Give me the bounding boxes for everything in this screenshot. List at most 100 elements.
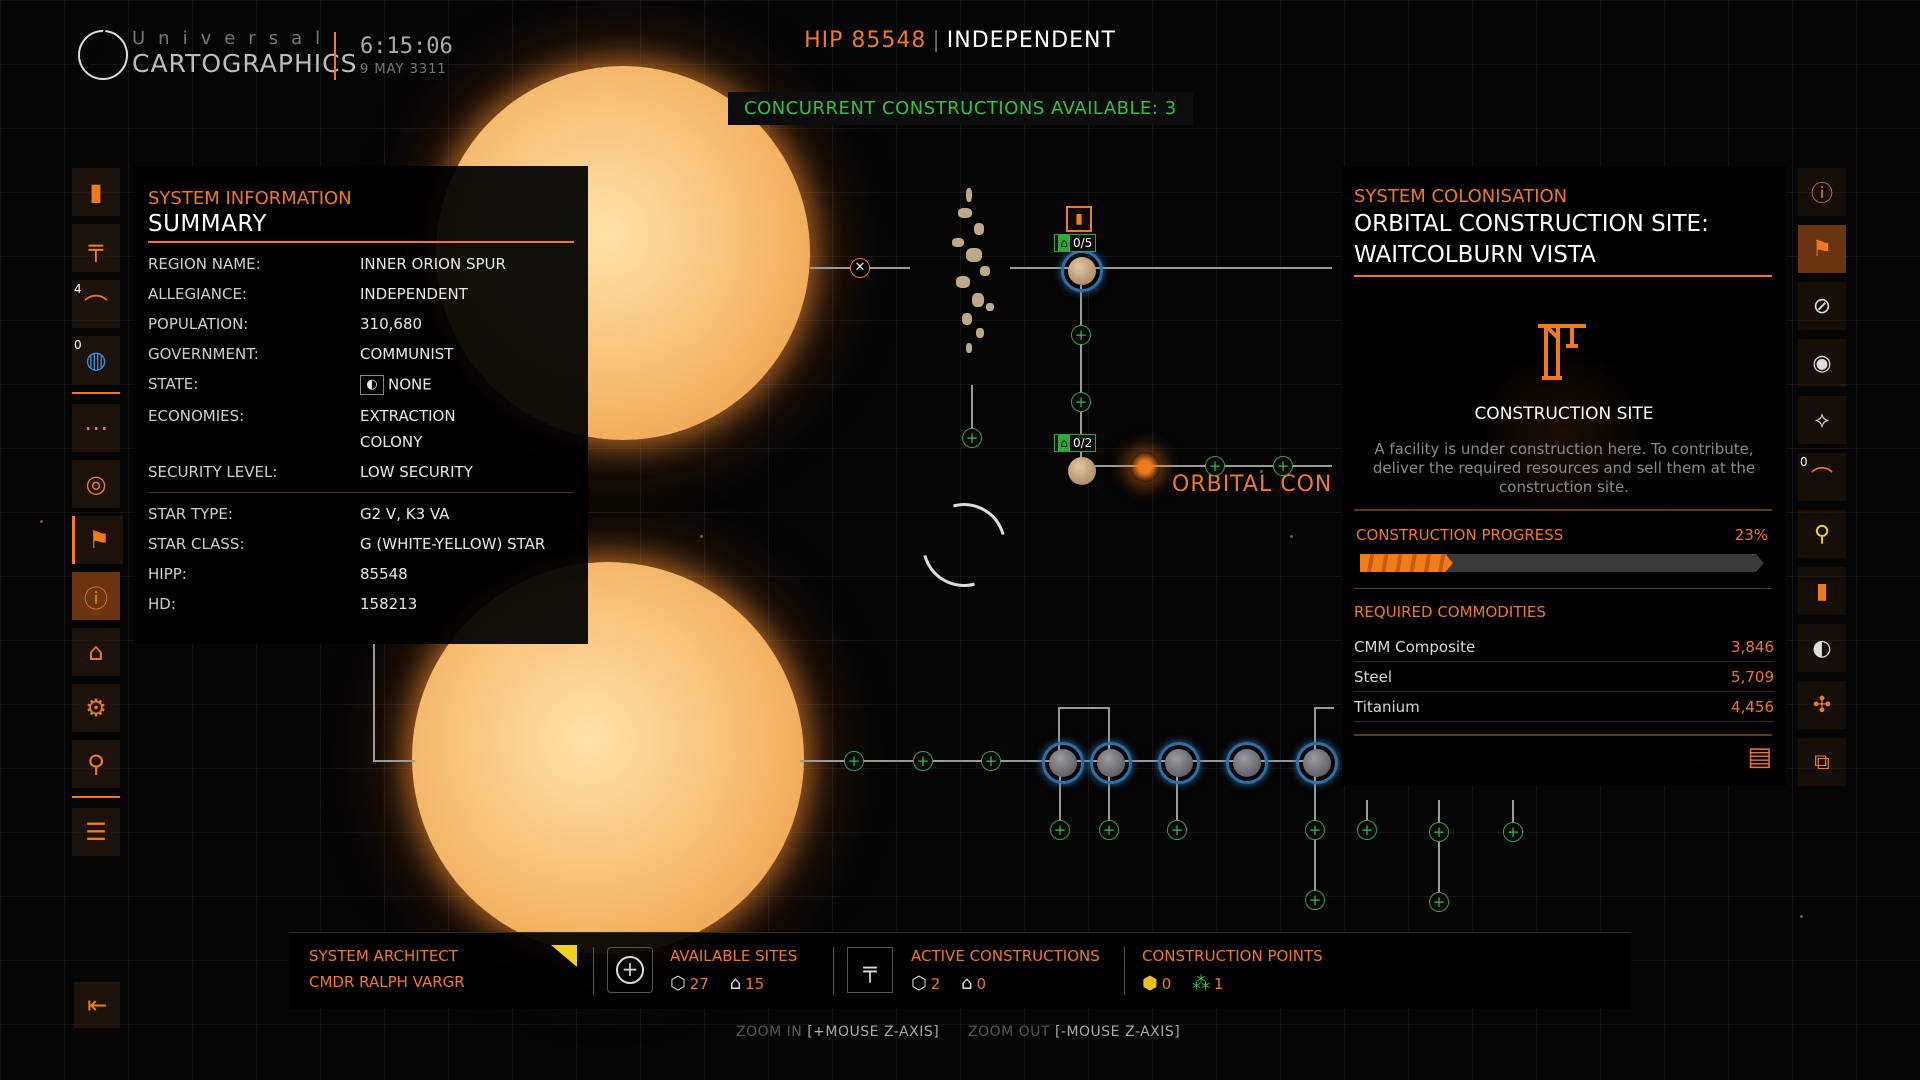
add-site-button[interactable]: + (1429, 892, 1449, 912)
system-name: HIP 85548 (804, 28, 927, 53)
orbit-line (1108, 760, 1110, 830)
planet-filter-tab[interactable]: 4⌒ (72, 280, 120, 328)
list-tab[interactable]: ☰ (72, 808, 120, 856)
add-site-button[interactable]: + (1050, 820, 1070, 840)
orbit-line (971, 385, 973, 440)
concurrent-constructions-banner: CONCURRENT CONSTRUCTIONS AVAILABLE: 3 (728, 92, 1193, 125)
signal-icon: ⟡ (1814, 407, 1830, 433)
star-class-row: STAR CLASS:G (WHITE-YELLOW) STAR (148, 535, 546, 553)
bookmark-icon[interactable]: ▮ (1066, 206, 1092, 232)
pin-icon: ⚲ (1813, 521, 1831, 547)
bookmark-filter[interactable]: ▮ (1798, 567, 1846, 615)
nav-beacon-icon[interactable]: ✕ (850, 258, 870, 278)
star-icon: ◉ (1812, 350, 1832, 376)
ring-filter[interactable]: ⊘ (1798, 282, 1846, 330)
orbit-line (1059, 760, 1061, 830)
location-tab[interactable]: ⚲ (72, 740, 120, 788)
orbit-line (1438, 800, 1440, 900)
region-row: REGION NAME:INNER ORION SPUR (148, 255, 506, 273)
system-allegiance: INDEPENDENT (946, 28, 1116, 53)
add-site-button[interactable]: + (1205, 456, 1225, 476)
crane-icon: ╤ (88, 234, 104, 262)
star-filter[interactable]: ◉ (1798, 339, 1846, 387)
add-site-button[interactable]: + (981, 751, 1001, 771)
system-info-tab-right[interactable]: ⓘ (1798, 168, 1846, 216)
add-site-button[interactable]: + (844, 751, 864, 771)
exit-button[interactable]: ⇤ (74, 982, 120, 1028)
universal-cartographics-logo (78, 30, 128, 80)
progress-header: CONSTRUCTION PROGRESS 23% (1356, 526, 1768, 544)
target-tab[interactable]: ◎ (72, 460, 120, 508)
add-site-button[interactable]: + (1099, 820, 1119, 840)
add-site-button[interactable]: + (1071, 392, 1091, 412)
exit-icon: ⇤ (86, 991, 108, 1019)
planet-icon: ⌒ (1810, 467, 1833, 492)
panel-title: SUMMARY (148, 211, 574, 243)
state-row: STATE:◐NONE (148, 375, 432, 395)
orbital-site-icon: ⬡ (670, 973, 686, 994)
divider (593, 947, 594, 995)
add-site-button[interactable]: + (1503, 822, 1523, 842)
settings-tab[interactable]: ⚙ (72, 684, 120, 732)
add-site-button[interactable]: + (1071, 325, 1091, 345)
crane-icon (1538, 324, 1586, 380)
add-site-button[interactable]: + (1305, 820, 1325, 840)
codex-button[interactable]: ▤ (1747, 742, 1772, 772)
asteroid-belt[interactable] (936, 178, 1006, 358)
add-site-button[interactable]: + (1273, 456, 1293, 476)
moon-body[interactable] (1061, 450, 1103, 492)
add-site-button[interactable]: + (1167, 820, 1187, 840)
tier3-point-icon: ⁂ (1192, 973, 1211, 994)
planet-body[interactable] (1158, 742, 1200, 784)
add-site-button[interactable]: + (962, 428, 982, 448)
faction-tab[interactable]: ⌂ (72, 628, 120, 676)
crane-icon: ╤ (847, 947, 893, 993)
active-constructions: ACTIVE CONSTRUCTIONS ⬡2 ⌂0 (911, 947, 1100, 994)
colonisation-tab-right[interactable]: ⚑ (1798, 225, 1846, 273)
hd-row: HD:158213 (148, 595, 418, 613)
system-info-tab[interactable]: ⓘ (72, 572, 120, 620)
orbit-line (1314, 707, 1334, 709)
colonisation-tab[interactable]: ⚑ (72, 516, 123, 564)
add-site-button[interactable]: + (1305, 890, 1325, 910)
location-filter[interactable]: ⚲ (1798, 510, 1846, 558)
construction-status-bar: SYSTEM ARCHITECT CMDR RALPH VARGR + AVAI… (289, 932, 1631, 1009)
header-divider (334, 32, 336, 80)
add-site-button[interactable]: + (1429, 822, 1449, 842)
layers-filter[interactable]: ⧉ (1798, 738, 1846, 786)
architect-flag-icon (551, 945, 577, 967)
network-icon: ✣ (1812, 692, 1832, 718)
orbit-line (1512, 800, 1514, 830)
construction-tab[interactable]: ╤ (72, 224, 120, 272)
planet-body[interactable] (1226, 742, 1268, 784)
orbit-line (1108, 707, 1110, 760)
system-information-panel: SYSTEM INFORMATION SUMMARY REGION NAME:I… (134, 166, 588, 644)
network-filter[interactable]: ✣ (1798, 681, 1846, 729)
add-site-button[interactable]: + (1357, 820, 1377, 840)
globe-tab[interactable]: 0◍ (72, 336, 120, 384)
site-title: ORBITAL CONSTRUCTION SITE: WAITCOLBURN V… (1354, 209, 1772, 277)
info-icon: ⓘ (84, 584, 108, 613)
allegiance-row: ALLEGIANCE:INDEPENDENT (148, 285, 468, 303)
add-site-button[interactable]: + (913, 751, 933, 771)
add-site-icon[interactable]: + (607, 947, 653, 993)
planet-body[interactable] (1090, 742, 1132, 784)
bookmark-tab[interactable]: ▮ (72, 168, 120, 216)
planet-filter[interactable]: 0⌒ (1798, 453, 1846, 501)
hipp-row: HIPP:85548 (148, 565, 408, 583)
government-row: GOVERNMENT:COMMUNIST (148, 345, 454, 363)
divider (833, 947, 834, 995)
planet-body[interactable] (1061, 250, 1103, 292)
orbital-construction-label[interactable]: ORBITAL CON (1172, 472, 1333, 497)
left-sidebar: ▮ ╤ 4⌒ 0◍ ⋯ ◎ ⚑ ⓘ ⌂ ⚙ ⚲ ☰ (72, 168, 124, 864)
planet-body[interactable] (1042, 742, 1084, 784)
moon-filter[interactable]: ◐ (1798, 624, 1846, 672)
orbital-construction-icon[interactable] (1130, 452, 1160, 482)
route-tab[interactable]: ⋯ (72, 404, 120, 452)
ring-icon: ⊘ (1812, 293, 1832, 319)
planet-body[interactable] (1296, 742, 1338, 784)
signal-filter[interactable]: ⟡ (1798, 396, 1846, 444)
